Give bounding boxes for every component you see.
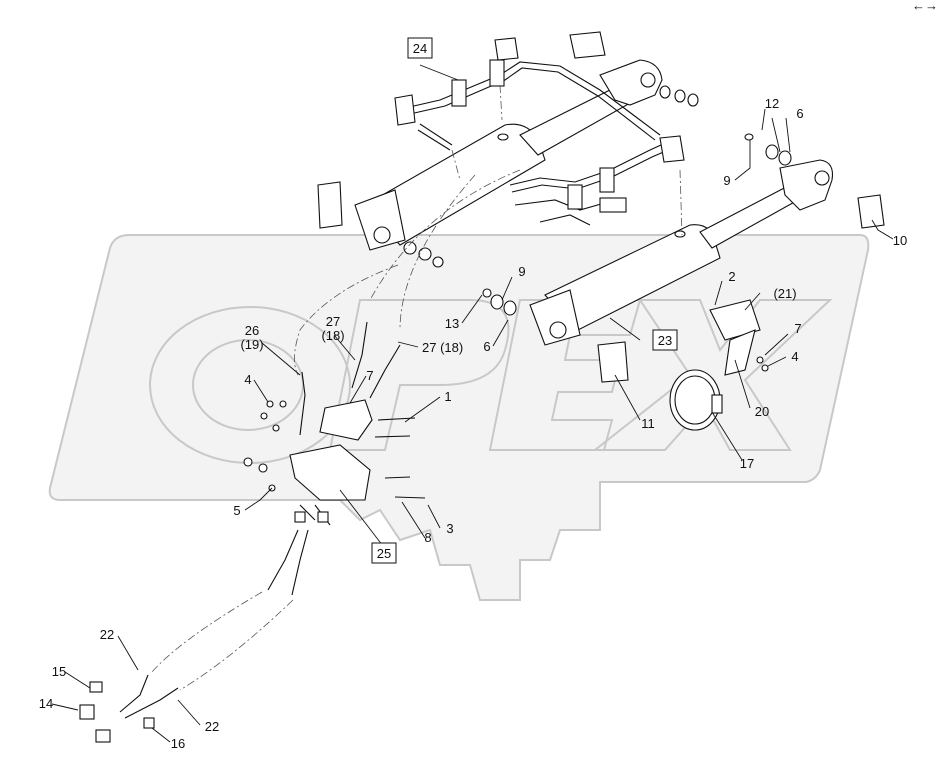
callout-box-24 — [407, 37, 433, 59]
callout-11: 11 — [641, 416, 655, 431]
callout-20: 20 — [755, 404, 769, 419]
callout-19: (19) — [240, 337, 263, 352]
callout-22-lower: 22 — [205, 719, 219, 734]
callout-22-upper: 22 — [100, 627, 114, 642]
seal-rings — [403, 85, 792, 316]
bolts-nuts-washers — [243, 356, 769, 499]
callout-box-25 — [371, 542, 397, 564]
callout-10: 10 — [893, 233, 907, 248]
callout-17: 17 — [740, 456, 754, 471]
callout-6-upper: 6 — [796, 106, 803, 121]
callout-26: 26 — [245, 323, 259, 338]
opex-watermark — [48, 234, 870, 601]
right-pipe-assembly — [509, 135, 685, 226]
hose-fittings — [79, 681, 155, 743]
watermark-gear — [48, 234, 870, 601]
callout-3: 3 — [446, 521, 453, 536]
bracket-20 — [709, 299, 761, 376]
callout-4-left: 4 — [244, 372, 251, 387]
callout-25: 25 — [377, 546, 391, 561]
callout-4-right: 4 — [791, 349, 798, 364]
callout-7-right: 7 — [794, 321, 801, 336]
callout-8: 8 — [424, 530, 431, 545]
right-cylinder — [529, 159, 885, 383]
hoses — [119, 321, 401, 719]
callout-18-left: (18) — [321, 328, 344, 343]
left-pipe-assembly — [394, 37, 661, 151]
callout-16: 16 — [171, 736, 185, 751]
callout-2: 2 — [728, 269, 735, 284]
callout-13: 13 — [445, 316, 459, 331]
callout-23: 23 — [658, 333, 672, 348]
hose-clamp-17 — [669, 369, 723, 431]
watermark-letter-x — [592, 299, 833, 451]
watermark-letter-o-inner — [192, 339, 304, 431]
callout-27-left: 27 — [326, 314, 340, 329]
callout-labels: 24 12 6 9 10 9 13 6 2 (21) 23 7 4 20 11 … — [39, 37, 907, 751]
callout-9-lower: 9 — [518, 264, 525, 279]
leader-lines — [51, 64, 894, 743]
callout-27-18: 27 (18) — [422, 340, 463, 355]
callout-box-23 — [652, 329, 678, 351]
callout-6-lower: 6 — [483, 339, 490, 354]
callout-14: 14 — [39, 696, 53, 711]
corner-mark: ←→ — [912, 0, 938, 13]
callout-1: 1 — [444, 389, 451, 404]
callout-24: 24 — [413, 41, 427, 56]
valve-block-25 — [289, 399, 373, 526]
callout-9-upper: 9 — [723, 173, 730, 188]
left-cylinder — [317, 31, 663, 251]
dashdot-connection-lines — [151, 84, 683, 691]
callout-7-left: 7 — [366, 368, 373, 383]
callout-12: 12 — [765, 96, 779, 111]
callout-15: 15 — [52, 664, 66, 679]
callout-5: 5 — [233, 503, 240, 518]
callout-21: (21) — [773, 286, 796, 301]
